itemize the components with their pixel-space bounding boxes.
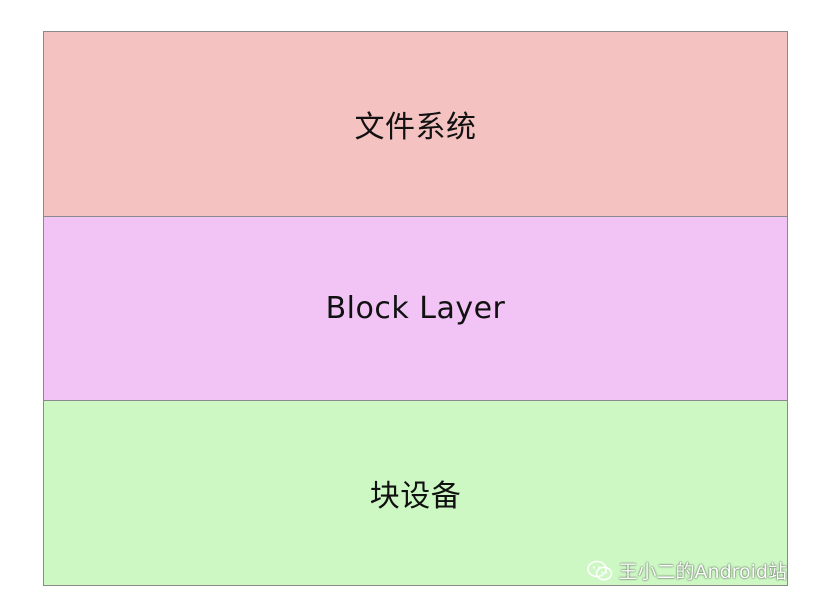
layer-filesystem-label: 文件系统 (354, 109, 477, 145)
layer-filesystem: 文件系统 (44, 32, 787, 216)
layer-block-layer: Block Layer (44, 215, 787, 401)
layer-block-device: 块设备 (44, 400, 787, 586)
layer-block-layer-label: Block Layer (325, 291, 506, 326)
wechat-icon (586, 560, 612, 580)
watermark-text: 王小二的Android站 (618, 561, 787, 583)
layer-block-device-label: 块设备 (369, 479, 462, 515)
watermark: 王小二的Android站 (586, 557, 787, 584)
layer-stack-diagram: 文件系统 Block Layer 块设备 (43, 31, 788, 586)
